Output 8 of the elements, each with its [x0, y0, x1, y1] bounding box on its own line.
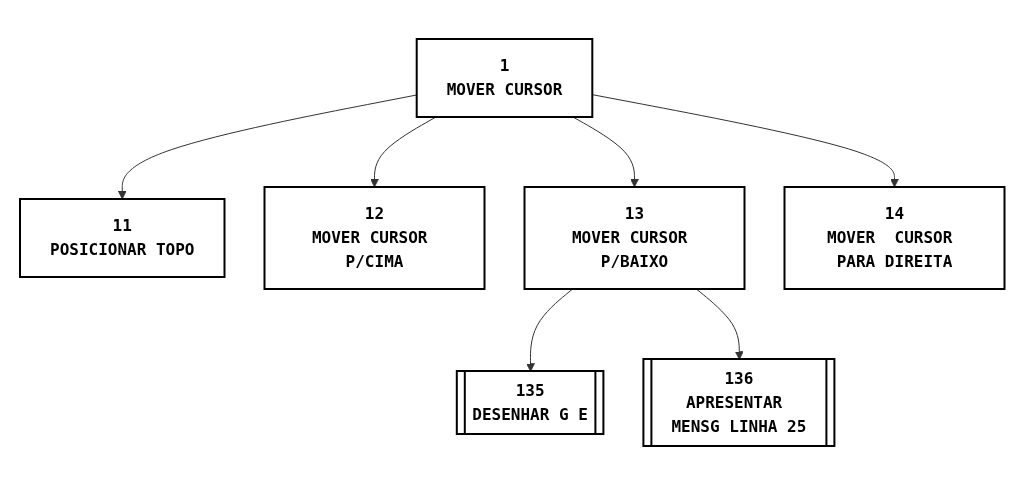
arrow [592, 94, 900, 188]
node-box: 1 MOVER CURSOR [415, 38, 594, 118]
arrow [696, 288, 744, 360]
node-box: 13 MOVER CURSOR P/BAIXO [523, 186, 746, 290]
node-box: 14 MOVER CURSOR PARA DIREITA [783, 186, 1006, 290]
arrow [526, 288, 574, 372]
node-box: 11 POSICIONAR TOPO [19, 198, 226, 278]
node-box: 12 MOVER CURSOR P/CIMA [263, 186, 486, 290]
